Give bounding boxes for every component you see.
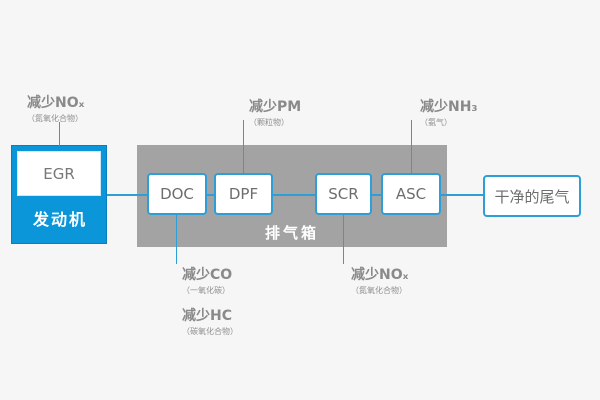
annotation-pm-sub: （颗粒物） bbox=[249, 118, 289, 127]
egr-box: EGR bbox=[17, 151, 101, 196]
annotation-hc-sub: （碳氧化合物） bbox=[182, 327, 238, 336]
annotation-nox-top-main: 减少NOₓ bbox=[27, 95, 85, 111]
connector-asc-tail bbox=[441, 194, 484, 196]
annotation-hc-main: 减少HC bbox=[182, 308, 232, 324]
annotation-nox-top: 减少NOₓ （氮氧化合物） bbox=[27, 92, 84, 124]
connector-dpf-scr bbox=[272, 194, 316, 196]
annotation-nh3-sub: （氨气） bbox=[420, 118, 452, 127]
annotation-pm: 减少PM （颗粒物） bbox=[249, 96, 301, 128]
engine-block: EGR 发动机 bbox=[11, 145, 107, 244]
leader-egr bbox=[59, 122, 60, 146]
clean-exhaust-box: 干净的尾气 bbox=[483, 175, 581, 217]
asc-component: ASC bbox=[381, 173, 441, 215]
leader-asc bbox=[411, 120, 412, 174]
annotation-nox-top-sub: （氮氧化合物） bbox=[27, 114, 83, 123]
scr-component: SCR bbox=[315, 173, 372, 215]
exhaust-label: 排气箱 bbox=[264, 224, 319, 242]
annotation-nh3: 减少NH₃ （氨气） bbox=[420, 96, 478, 128]
leader-dpf bbox=[243, 120, 244, 174]
annotation-hc: 减少HC （碳氧化合物） bbox=[182, 305, 238, 337]
connector-scr-asc bbox=[372, 194, 382, 196]
annotation-co: 减少CO （一氧化碳） bbox=[182, 264, 232, 296]
leader-scr bbox=[343, 214, 344, 264]
annotation-nh3-main: 减少NH₃ bbox=[420, 99, 478, 115]
annotation-nox-bottom-main: 减少NOₓ bbox=[351, 267, 409, 283]
annotation-co-main: 减少CO bbox=[182, 267, 233, 283]
dpf-component: DPF bbox=[214, 173, 273, 215]
connector-doc-dpf bbox=[207, 194, 215, 196]
connector-engine-doc bbox=[107, 194, 147, 196]
annotation-co-sub: （一氧化碳） bbox=[182, 286, 230, 295]
annotation-nox-bottom: 减少NOₓ （氮氧化合物） bbox=[351, 264, 408, 296]
doc-component: DOC bbox=[147, 173, 207, 215]
leader-doc bbox=[176, 214, 177, 264]
engine-label: 发动机 bbox=[32, 210, 87, 229]
annotation-pm-main: 减少PM bbox=[249, 99, 302, 115]
annotation-nox-bottom-sub: （氮氧化合物） bbox=[351, 286, 407, 295]
